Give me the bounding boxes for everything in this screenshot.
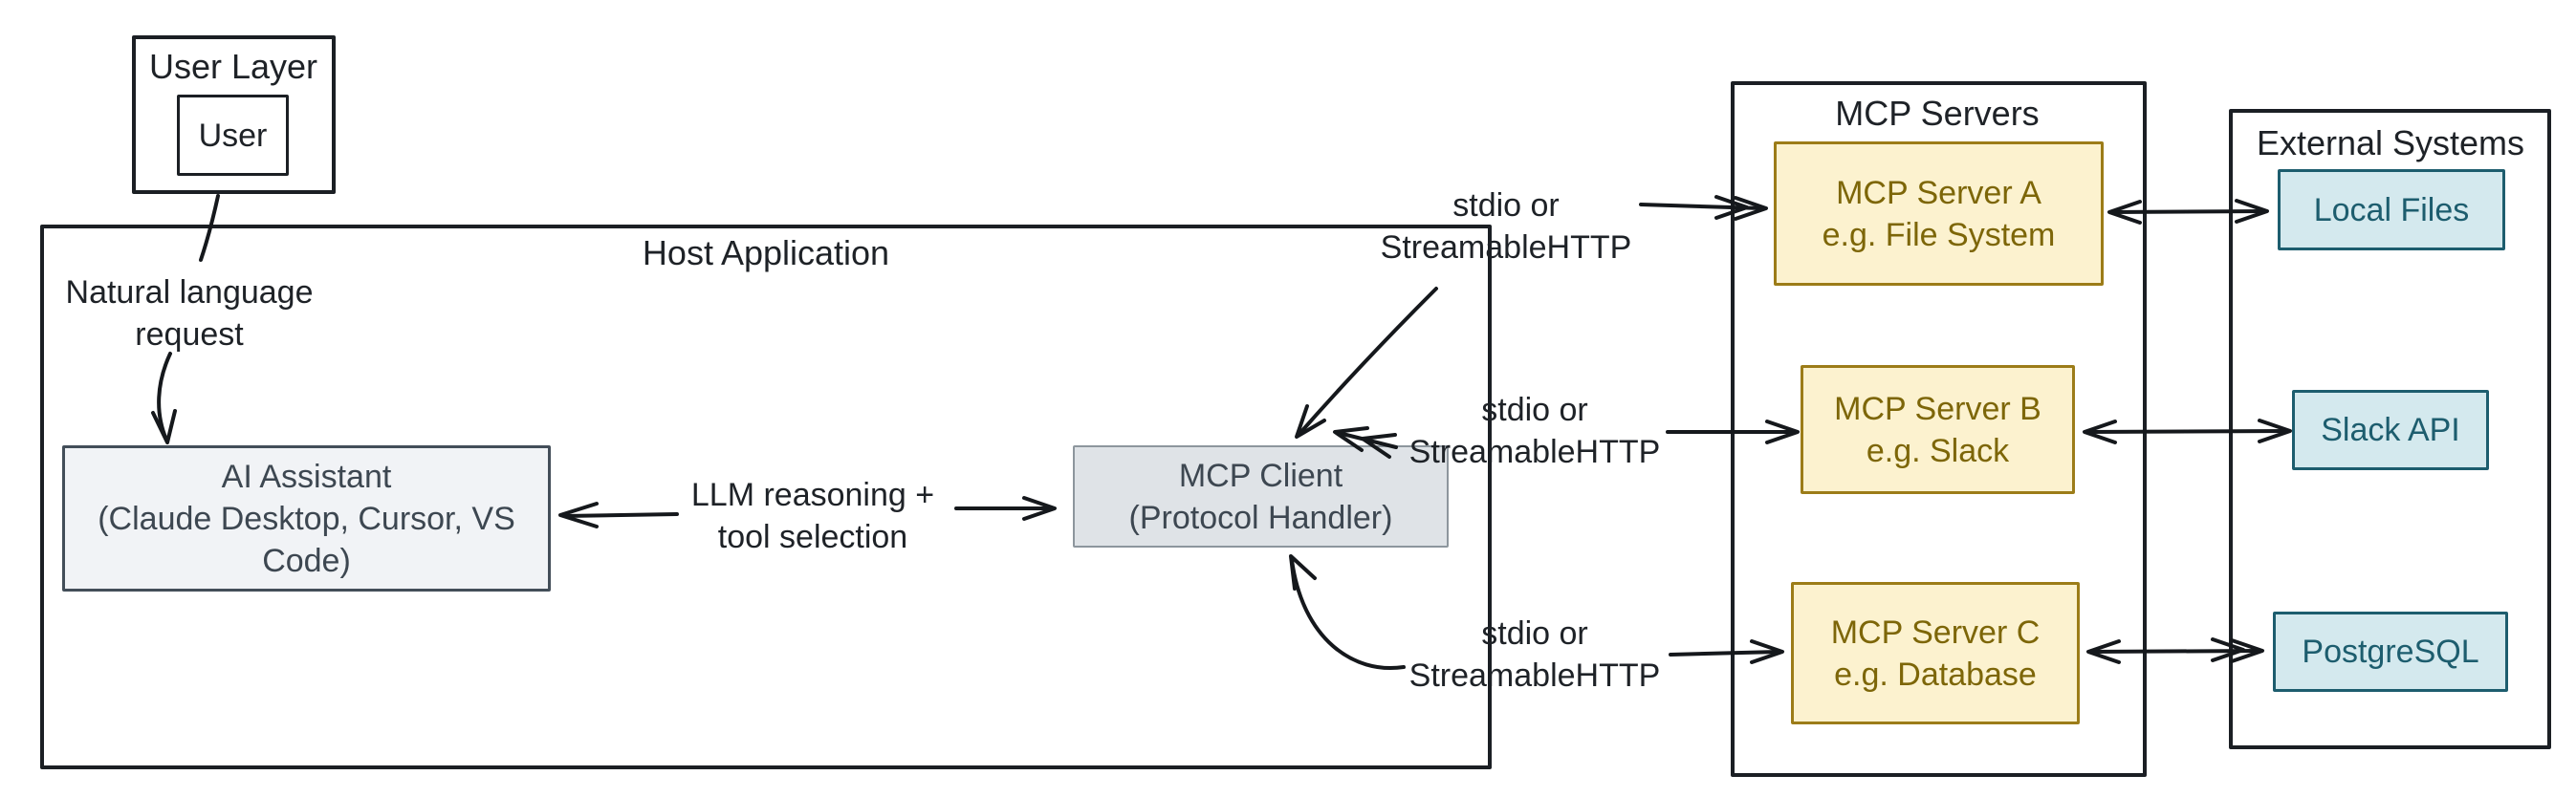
slack-api-node: Slack API xyxy=(2292,390,2489,470)
postgresql-label: PostgreSQL xyxy=(2302,634,2479,670)
arrowhead-into-postgres1 xyxy=(2230,638,2264,663)
mcp-client-node: MCP Client (Protocol Handler) xyxy=(1073,445,1449,548)
arrowhead-into-a xyxy=(2107,200,2142,225)
arrowhead-into-client-top2b xyxy=(1361,433,1397,459)
external-systems-title: External Systems xyxy=(2256,123,2525,162)
edge-llm-left xyxy=(562,512,679,518)
mcp-server-c-name: MCP Server C xyxy=(1830,614,2041,651)
mcp-server-b-node: MCP Server B e.g. Slack xyxy=(1801,365,2075,494)
arrowhead-into-server-a1 xyxy=(1734,196,1768,221)
edge-c-postgres xyxy=(2088,649,2262,654)
edge-stdio1-to-client xyxy=(1297,287,1438,437)
mcp-servers-title: MCP Servers xyxy=(1835,94,2040,133)
arrowhead-into-client-top1 xyxy=(1295,404,1326,439)
local-files-node: Local Files xyxy=(2278,169,2505,250)
user-node: User xyxy=(177,95,289,176)
mcp-server-c-node: MCP Server C e.g. Database xyxy=(1791,582,2080,724)
user-layer-title: User Layer xyxy=(148,47,318,86)
local-files-label: Local Files xyxy=(2313,191,2470,228)
ai-assistant-subtitle: (Claude Desktop, Cursor, VS Code) xyxy=(98,500,515,579)
arrowhead-into-server-b xyxy=(1765,420,1800,444)
arrowhead-into-server-a2 xyxy=(1714,195,1749,220)
ai-assistant-node: AI Assistant (Claude Desktop, Cursor, VS… xyxy=(62,445,551,592)
arrowhead-into-localfiles xyxy=(2235,199,2269,224)
stdio-label-2: stdio or StreamableHTTP xyxy=(1408,392,1661,470)
mcp-client-title: MCP Client xyxy=(1178,457,1343,494)
arrowhead-into-ai-right xyxy=(558,502,599,528)
slack-api-label: Slack API xyxy=(2321,412,2460,448)
mcp-server-a-node: MCP Server A e.g. File System xyxy=(1774,141,2104,286)
arrowhead-into-client-left xyxy=(1022,496,1057,521)
edge-b-slack xyxy=(2085,429,2290,434)
arrowhead-into-client-bottom xyxy=(1289,554,1317,591)
arrowhead-into-c xyxy=(2086,639,2121,664)
arrowhead-into-slack xyxy=(2258,419,2292,443)
llm-reasoning-label: LLM reasoning + tool selection xyxy=(690,477,935,555)
arrowhead-into-client-top2a xyxy=(1333,426,1369,452)
arrowhead-into-b xyxy=(2083,420,2117,444)
mcp-server-a-name: MCP Server A xyxy=(1836,174,2041,211)
mcp-server-a-example: e.g. File System xyxy=(1822,216,2056,253)
postgresql-node: PostgreSQL xyxy=(2273,612,2508,692)
edge-stdio3-to-client xyxy=(1290,558,1406,670)
mcp-client-subtitle: (Protocol Handler) xyxy=(1128,499,1393,536)
stdio-label-3: stdio or StreamableHTTP xyxy=(1408,615,1661,694)
host-application-title: Host Application xyxy=(642,233,890,272)
edge-to-server-c xyxy=(1669,650,1780,657)
mcp-server-c-example: e.g. Database xyxy=(1834,656,2037,693)
edge-user-to-request xyxy=(199,194,220,262)
user-node-label: User xyxy=(198,117,268,154)
arrowhead-into-server-c xyxy=(1750,639,1784,664)
natural-language-request-label: Natural language request xyxy=(65,274,314,353)
mcp-server-b-name: MCP Server B xyxy=(1834,390,2041,427)
arrowhead-into-ai xyxy=(151,409,177,444)
stdio-label-1: stdio or StreamableHTTP xyxy=(1380,187,1632,266)
mcp-server-b-example: e.g. Slack xyxy=(1866,432,2010,469)
arrowhead-into-postgres2 xyxy=(2211,637,2245,662)
ai-assistant-title: AI Assistant xyxy=(221,458,392,495)
edge-a-localfiles xyxy=(2109,209,2267,214)
